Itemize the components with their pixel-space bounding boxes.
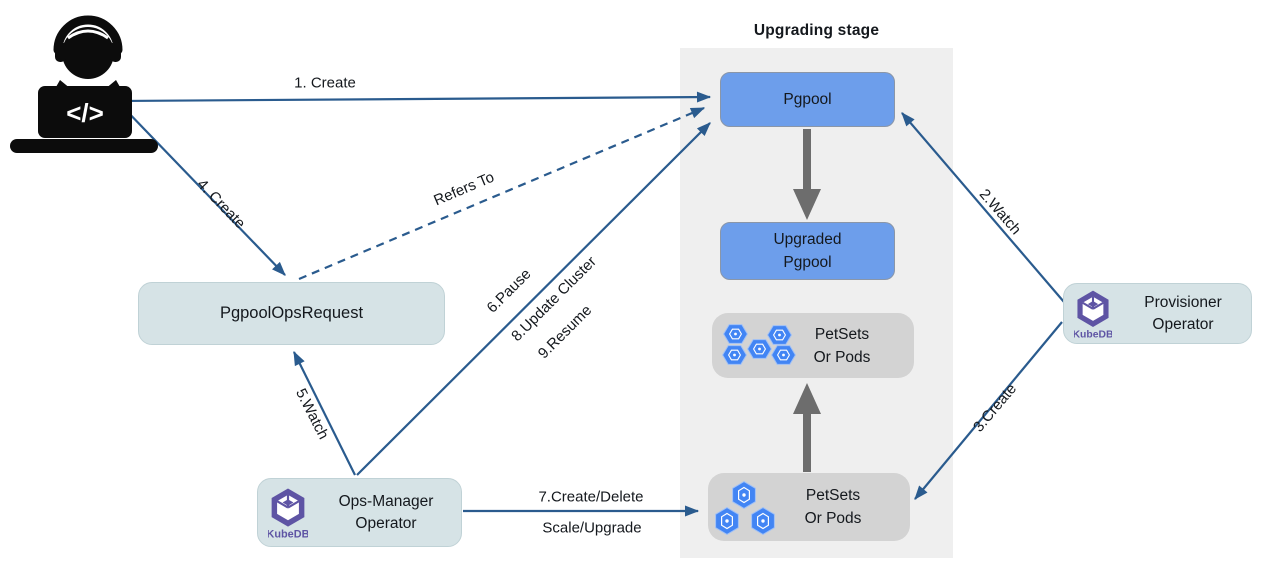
- code-glyph: </>: [66, 98, 104, 128]
- provisioner-operator-node: KubeDB Provisioner Operator: [1063, 283, 1252, 344]
- headphones-icon: [53, 15, 123, 55]
- ops-manager-label-line1: Ops-Manager: [338, 492, 434, 510]
- petsets-upper-label-line1: PetSets: [814, 325, 870, 343]
- edge-2-watch-line: [901, 112, 1065, 303]
- kubedb-logo-icon: KubeDB: [268, 487, 308, 540]
- pod-hexagon-icon: [767, 325, 792, 345]
- pgpool-ops-request-node: PgpoolOpsRequest: [138, 282, 445, 345]
- edge-pause-update-resume-line: [356, 122, 711, 476]
- pgpool-upgrade-arrow: [793, 129, 821, 220]
- provisioner-label-line1: Provisioner: [1144, 293, 1222, 311]
- pod-hexagon-icon: [715, 507, 739, 535]
- laptop-icon: [38, 86, 132, 138]
- kubedb-logo-icon: KubeDB: [1074, 290, 1112, 340]
- pod-hexagon-icon: [723, 324, 748, 344]
- edge-label-1-create: 1. Create: [294, 74, 356, 92]
- kubedb-wordmark: KubeDB: [268, 528, 308, 539]
- pod-hexagon-icon: [747, 339, 772, 359]
- edge-3-create-line: [914, 321, 1063, 500]
- edge-1-create-line: [116, 91, 712, 103]
- edge-label-scale-upgrade: Scale/Upgrade: [542, 519, 642, 537]
- edge-refers-to-line: [298, 106, 706, 281]
- upgraded-pgpool-label-line1: Upgraded: [773, 231, 842, 248]
- upgraded-pgpool-node: Upgraded Pgpool: [720, 222, 895, 280]
- pod-hexagon-icon: [722, 345, 747, 365]
- pgpool-ops-request-label: PgpoolOpsRequest: [219, 304, 364, 322]
- petsets-or-pods-upper-node: PetSets Or Pods: [712, 313, 914, 378]
- developer-at-laptop-icon: </>: [10, 15, 158, 153]
- pod-hexagon-icon: [732, 481, 756, 509]
- edge-label-7-create-delete: 7.Create/Delete: [538, 488, 644, 506]
- petsets-lower-label-line1: PetSets: [805, 487, 861, 504]
- ops-manager-label-line2: Operator: [355, 514, 417, 532]
- petsets-or-pods-lower-node: PetSets Or Pods: [708, 473, 910, 541]
- edge-4-create-line: [120, 104, 286, 276]
- petsets-lower-label-line2: Or Pods: [804, 510, 862, 527]
- petsets-upper-label-line2: Or Pods: [813, 348, 871, 366]
- pgpool-label: Pgpool: [783, 90, 832, 108]
- ops-manager-operator-node: KubeDB Ops-Manager Operator: [257, 478, 462, 547]
- pod-hexagon-icon: [751, 507, 775, 535]
- upgraded-pgpool-label-line2: Pgpool: [783, 254, 832, 271]
- kubedb-wordmark: KubeDB: [1074, 329, 1112, 340]
- stage-title: Upgrading stage: [753, 22, 880, 39]
- pgpool-node: Pgpool: [720, 72, 895, 127]
- edge-5-watch-line: [293, 350, 356, 476]
- provisioner-label-line2: Operator: [1152, 315, 1214, 333]
- petsets-upgrade-arrow: [793, 383, 821, 472]
- pod-hexagon-icon: [771, 345, 796, 365]
